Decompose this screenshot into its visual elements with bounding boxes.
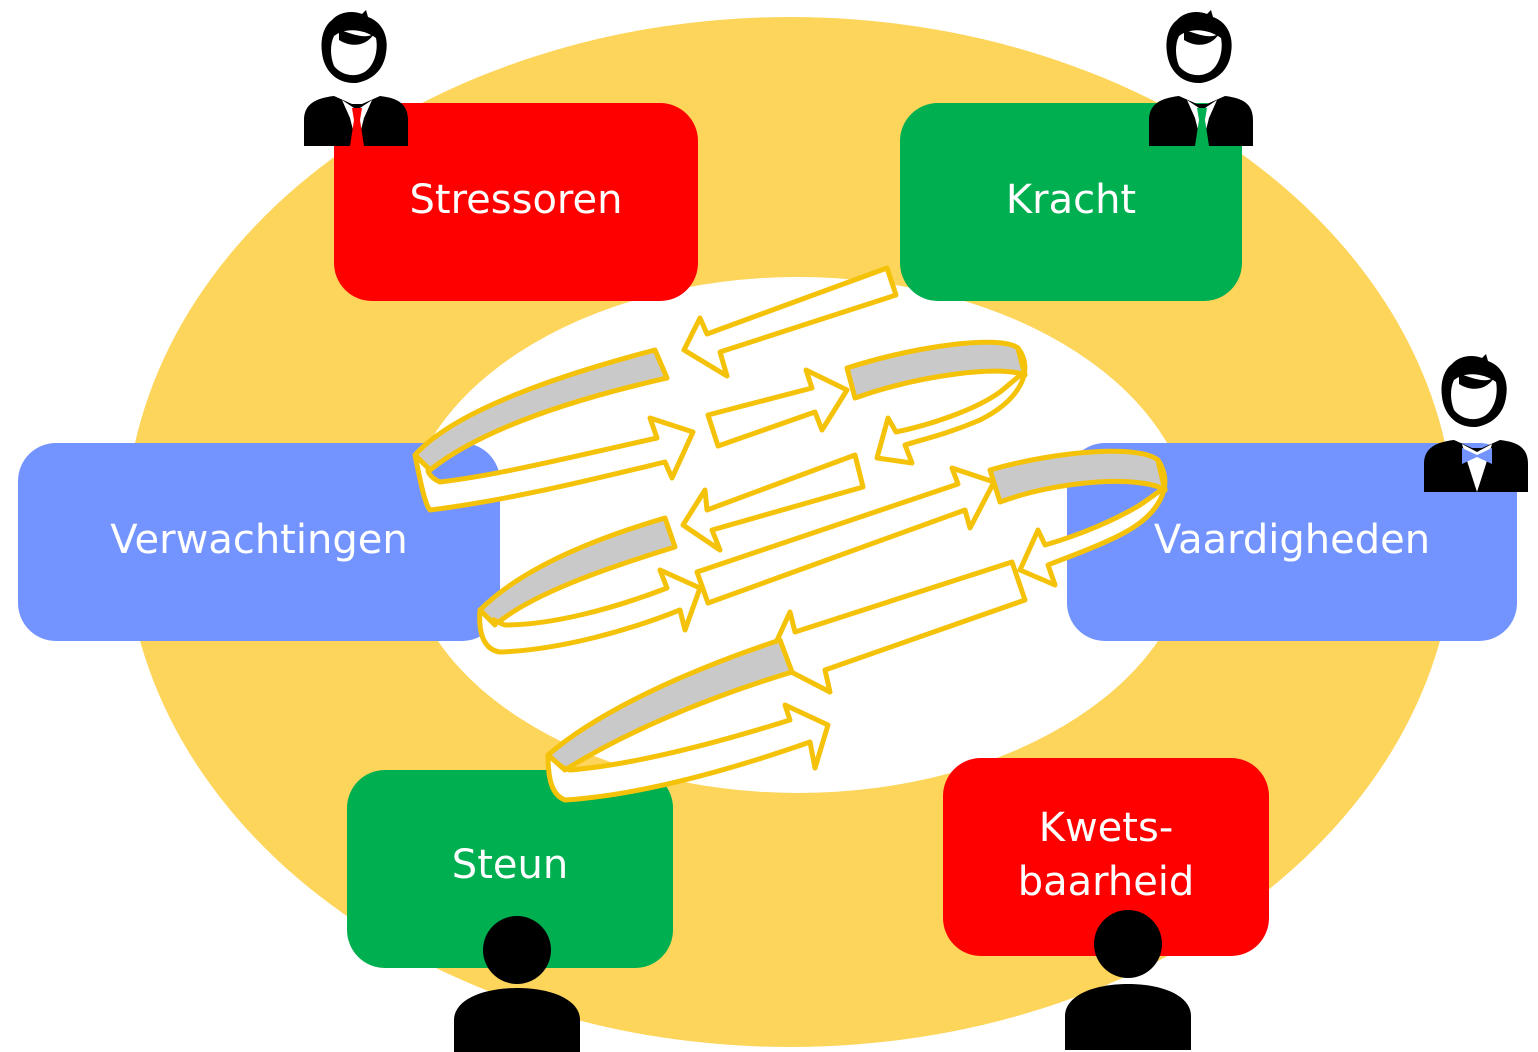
box-verwachtingen: Verwachtingen bbox=[18, 443, 500, 641]
box-kracht: Kracht bbox=[900, 103, 1242, 301]
person-silhouette-icon bbox=[1065, 910, 1191, 1050]
businessman-red-tie-icon bbox=[304, 10, 408, 146]
stressoren-label: Stressoren bbox=[410, 177, 623, 223]
arrow-to-vaardigheden bbox=[694, 465, 997, 606]
loop-1-front bbox=[412, 415, 696, 513]
steun-label: Steun bbox=[452, 842, 568, 888]
loop-2-front bbox=[874, 345, 1028, 466]
kwetsbaarheid-label-line1: Kwets- bbox=[1039, 805, 1174, 851]
arrow-long-left bbox=[765, 559, 1028, 695]
loop-4-front bbox=[1017, 457, 1168, 588]
businessman-green-tie-icon bbox=[1149, 10, 1253, 146]
box-steun: Steun bbox=[347, 770, 673, 968]
verwachtingen-label: Verwachtingen bbox=[110, 517, 407, 563]
arrow-mid-right-1 bbox=[705, 367, 850, 449]
businessman-blue-bowtie-icon bbox=[1424, 354, 1528, 492]
arrow-top-left bbox=[681, 265, 899, 379]
zigzag-circular-arrows-icon bbox=[412, 265, 1168, 803]
box-stressoren: Stressoren bbox=[334, 103, 698, 301]
kwetsbaarheid-label-line2: baarheid bbox=[1018, 859, 1195, 905]
loop-5-front bbox=[545, 702, 831, 803]
loop-3-front bbox=[477, 567, 703, 655]
box-vaardigheden: Vaardigheden bbox=[1067, 443, 1517, 641]
kracht-label: Kracht bbox=[1006, 177, 1136, 223]
box-kwetsbaarheid: Kwets- baarheid bbox=[943, 758, 1269, 956]
arrow-mid-left bbox=[680, 452, 866, 553]
vaardigheden-label: Vaardigheden bbox=[1154, 517, 1430, 563]
person-silhouette-icon bbox=[454, 916, 580, 1052]
